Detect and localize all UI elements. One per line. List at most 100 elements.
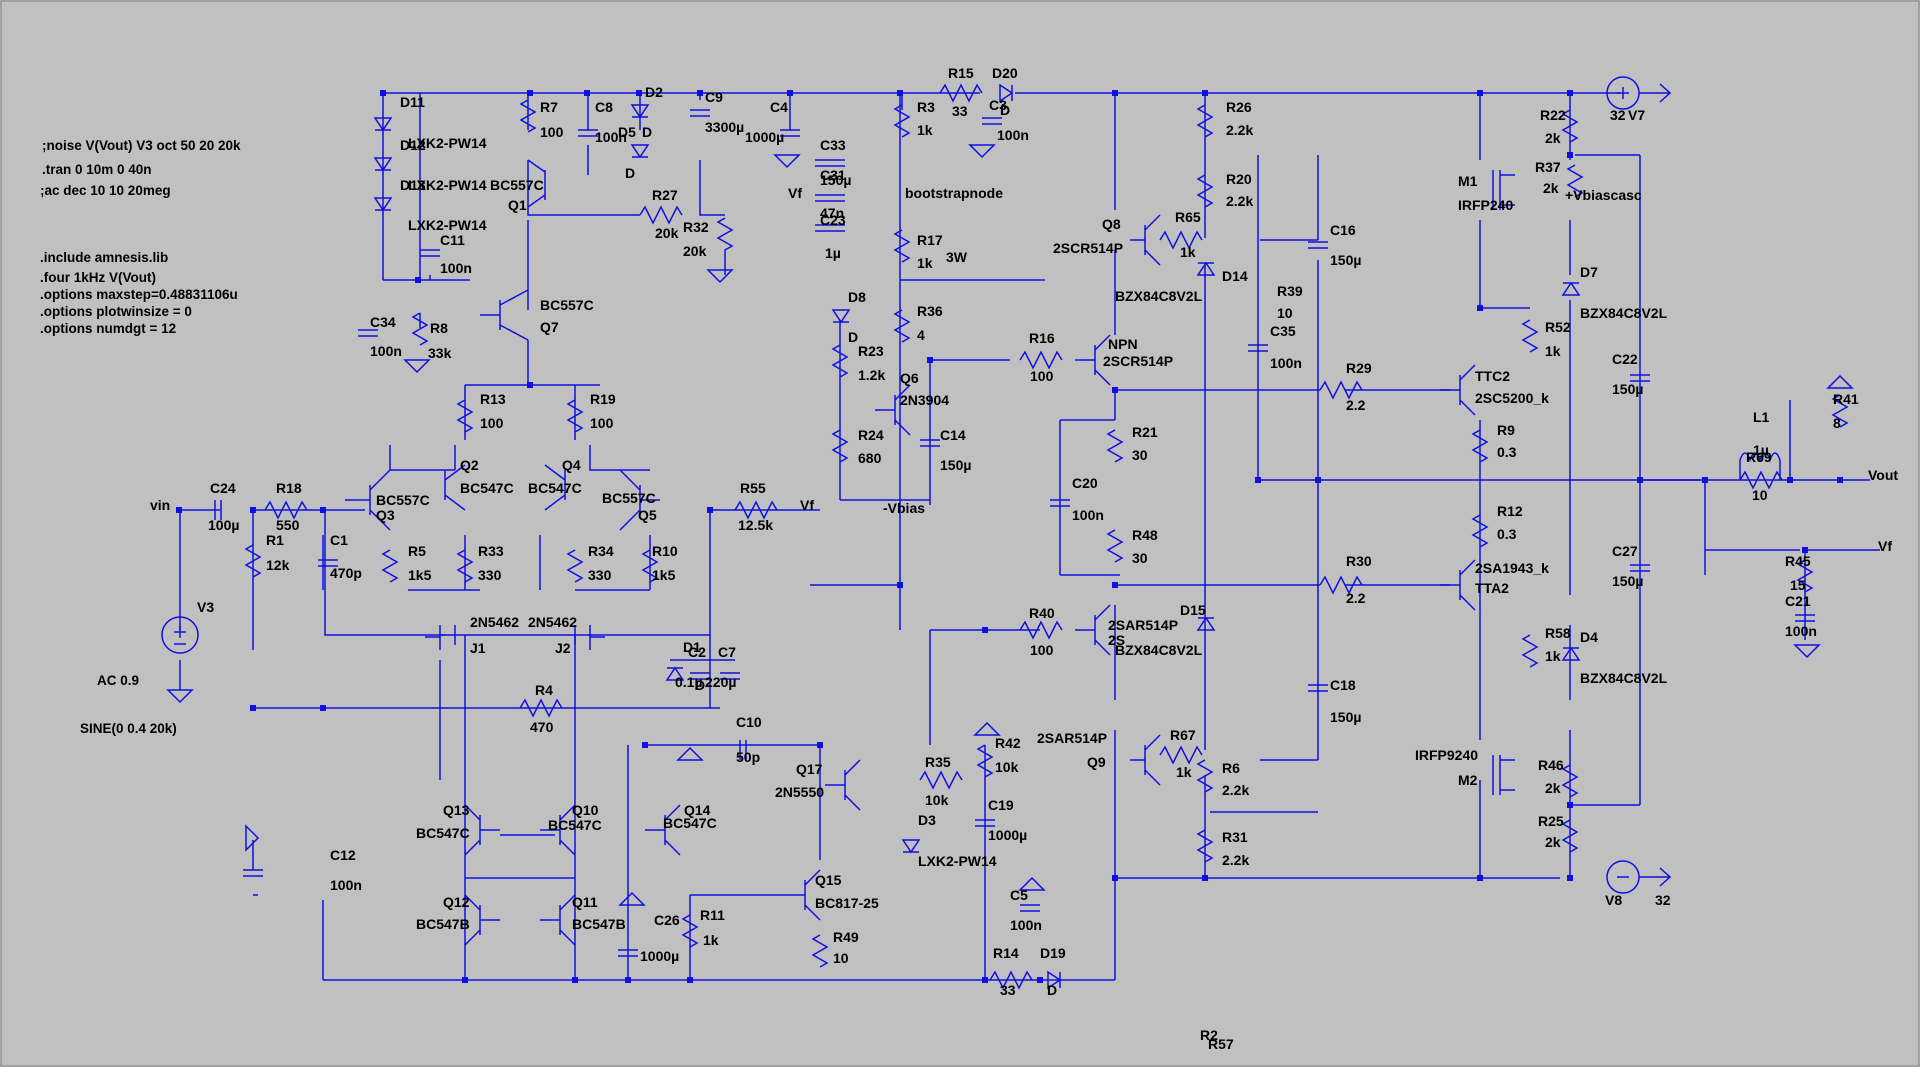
component-label: 33k — [428, 345, 452, 361]
component-label: 1k — [1176, 764, 1192, 780]
component-label: 20k — [683, 243, 707, 259]
component-label: C20 — [1072, 475, 1098, 491]
component-label: 150µ — [940, 457, 971, 473]
component-label: LXK2-PW14 — [408, 177, 487, 193]
component-label: C14 — [940, 427, 966, 443]
component-label: bootstrapnode — [905, 185, 1003, 201]
component-label: 2SC5200_k — [1475, 390, 1549, 406]
component-label: R8 — [430, 320, 448, 336]
component-label: BZX84C8V2L — [1580, 305, 1668, 321]
component-label: R67 — [1170, 727, 1196, 743]
component-label: 1k — [917, 122, 933, 138]
component-label: 1000µ — [988, 827, 1027, 843]
component-label: R41 — [1833, 391, 1859, 407]
source-sine: SINE(0 0.4 20k) — [80, 721, 177, 736]
component-label: 1.2k — [858, 367, 885, 383]
component-label: 100n — [440, 260, 472, 276]
component-label: 2.2 — [1346, 590, 1366, 606]
component-label: R24 — [858, 427, 884, 443]
component-label: 10 — [1752, 487, 1768, 503]
component-label: C10 — [736, 714, 762, 730]
component-label: 2k — [1543, 180, 1559, 196]
component-label: R12 — [1497, 503, 1523, 519]
component-label: R4 — [535, 682, 553, 698]
component-label: BC557C — [490, 177, 544, 193]
component-label: R11 — [700, 907, 725, 923]
component-label: 1µ — [825, 245, 841, 261]
component-label: D20 — [992, 65, 1018, 81]
component-label: R45 — [1785, 553, 1811, 569]
component-label: L1 — [1753, 409, 1770, 425]
component-label: D — [642, 124, 652, 140]
component-label: BC547C — [528, 480, 582, 496]
component-label: R33 — [478, 543, 504, 559]
component-label: D — [625, 165, 635, 181]
component-label: 100n — [595, 129, 627, 145]
component-label: J1 — [470, 640, 486, 656]
component-label: BC547B — [572, 916, 626, 932]
component-label: R25 — [1538, 813, 1564, 829]
component-label: V8 — [1605, 892, 1622, 908]
component-label: IRFP240 — [1458, 197, 1513, 213]
spice-directives: ;noise V(Vout) V3 oct 50 20 20k .tran 0 … — [40, 138, 241, 736]
component-label: R16 — [1029, 330, 1055, 346]
component-label: 100 — [540, 124, 564, 140]
component-label: Vf — [800, 497, 814, 513]
component-label: 150µ — [1612, 573, 1643, 589]
component-label: 15 — [1790, 577, 1806, 593]
component-label: 1k — [917, 255, 933, 271]
component-label: D12 — [400, 137, 426, 153]
diodes — [373, 83, 1581, 990]
component-label: 330 — [588, 567, 612, 583]
component-label: 47n — [820, 205, 844, 221]
component-label: C18 — [1330, 677, 1356, 693]
component-label: R36 — [917, 303, 943, 319]
component-label: R10 — [652, 543, 678, 559]
component-label: R7 — [540, 99, 558, 115]
component-label: M1 — [1458, 173, 1478, 189]
component-label: R22 — [1540, 107, 1566, 123]
component-label: 2N3904 — [900, 392, 949, 408]
component-label: BC557C — [376, 492, 430, 508]
component-label: 12.5k — [738, 517, 773, 533]
component-label: R58 — [1545, 625, 1571, 641]
component-label: BC557C — [540, 297, 594, 313]
component-label: 2SAR514P — [1037, 730, 1107, 746]
resistors — [244, 83, 1849, 990]
component-label: R39 — [1277, 283, 1303, 299]
component-label: Q14 — [684, 802, 711, 818]
component-label: 50p — [736, 749, 760, 765]
component-label: 1k — [703, 932, 719, 948]
component-label: C7 — [718, 644, 736, 660]
component-label: C22 — [1612, 351, 1638, 367]
component-label: 2k — [1545, 780, 1561, 796]
directive-four: .four 1kHz V(Vout) — [40, 270, 156, 285]
component-label: BC547C — [416, 825, 470, 841]
component-label: 33 — [952, 103, 968, 119]
component-label: C23 — [820, 212, 846, 228]
component-label: R3 — [917, 99, 935, 115]
component-label: 12k — [266, 557, 290, 573]
component-label: C8 — [595, 99, 613, 115]
component-label: R31 — [1222, 829, 1248, 845]
component-label: BC557C — [602, 490, 656, 506]
component-label: 150µ — [820, 172, 851, 188]
component-label: BC547C — [663, 815, 717, 831]
component-label: BC547C — [548, 817, 602, 833]
component-label: R1 — [266, 532, 284, 548]
ground-symbols — [166, 144, 1854, 906]
component-label: C24 — [210, 480, 236, 496]
component-label: 100n — [330, 877, 362, 893]
component-label: R49 — [833, 929, 859, 945]
component-label: R18 — [276, 480, 302, 496]
component-label: 470 — [530, 719, 554, 735]
directive-ac: ;ac dec 10 10 20meg — [40, 183, 171, 198]
component-label: IRFP9240 — [1415, 747, 1478, 763]
directive-include: .include amnesis.lib — [40, 250, 168, 265]
component-label: BZX84C8V2L — [1115, 642, 1203, 658]
component-label: 2N5550 — [775, 784, 824, 800]
component-label: 33 — [1000, 982, 1016, 998]
component-label: M2 — [1458, 772, 1478, 788]
component-label: Q1 — [508, 197, 527, 213]
